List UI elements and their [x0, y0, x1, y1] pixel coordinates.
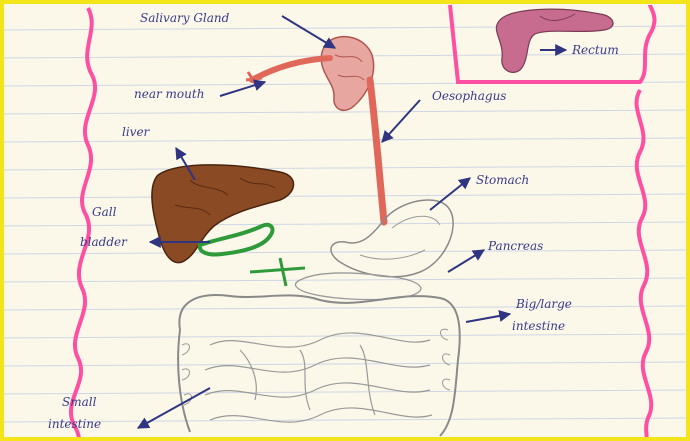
- label-large-intestine-line2: intestine: [512, 319, 565, 333]
- label-large-intestine-line1: Big/large: [515, 297, 572, 311]
- label-liver: liver: [122, 125, 151, 139]
- label-pancreas: Pancreas: [487, 239, 543, 253]
- label-gall-line2: bladder: [80, 235, 128, 249]
- label-small-intestine-line2: intestine: [48, 417, 101, 431]
- label-rectum: Rectum: [571, 43, 619, 57]
- label-stomach: Stomach: [476, 173, 529, 187]
- label-salivary-gland: Salivary Gland: [140, 11, 230, 25]
- label-gall-line1: Gall: [92, 205, 117, 219]
- label-small-intestine-line1: Small: [62, 395, 97, 409]
- label-oesophagus: Oesophagus: [432, 89, 506, 103]
- label-near-mouth: near mouth: [134, 87, 204, 101]
